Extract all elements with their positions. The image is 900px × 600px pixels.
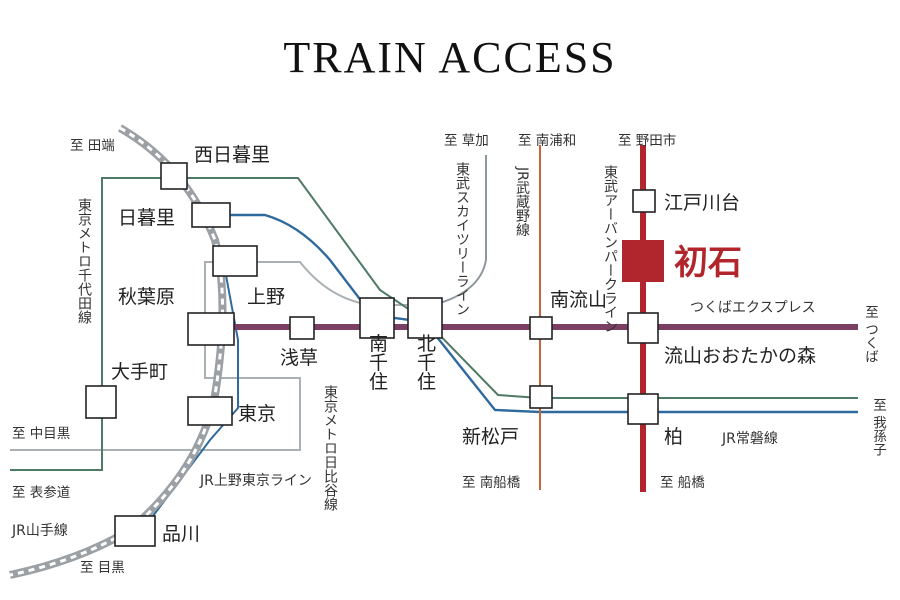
shinagawa-box <box>114 515 156 547</box>
page-title: TRAIN ACCESS <box>283 33 616 82</box>
line-label-ueno-tokyo: JR上野東京ライン <box>199 473 312 489</box>
direction-omotesando: 至 表参道 <box>12 484 70 501</box>
line-label-yamanote: JR山手線 <box>11 523 68 539</box>
hibiya-line <box>10 261 301 451</box>
line-label-musashino: JR武蔵野線 <box>514 166 530 237</box>
direction-abiko: 至 我孫子 <box>870 398 887 457</box>
minami-senju-box <box>359 297 395 339</box>
direction-tabata: 至 田端 <box>70 138 115 154</box>
line-label-urban-park: 東武アーバンパークライン <box>602 165 618 333</box>
kashiwa-box <box>627 393 659 425</box>
tokyo-box <box>187 396 233 426</box>
shin-matsudo-box <box>529 385 553 409</box>
chiyoda-line <box>10 177 858 471</box>
station-otemachi: 大手町 <box>111 361 168 383</box>
line-label-skytree: 東武スカイツリーライン <box>454 162 470 316</box>
direction-minami-funabashi: 至 南船橋 <box>462 475 521 491</box>
hatsuishi-box <box>622 240 664 282</box>
direction-nodashi: 至 野田市 <box>618 132 676 149</box>
station-minami-senju: 南千住 <box>366 333 388 390</box>
edogawadai-box <box>632 189 656 213</box>
station-nishi-nippori: 西日暮里 <box>194 144 270 166</box>
station-shinagawa: 品川 <box>162 523 200 545</box>
ueno-box <box>212 245 258 277</box>
direction-funabashi: 至 船橋 <box>660 475 705 491</box>
station-nippori: 日暮里 <box>118 207 175 229</box>
line-label-chiyoda: 東京メトロ千代田線 <box>76 198 92 324</box>
nagareyama-otakanomori-box <box>627 312 659 344</box>
direction-soka: 至 草加 <box>444 133 489 149</box>
kita-senju-box <box>407 297 443 339</box>
station-kashiwa: 柏 <box>664 426 683 448</box>
station-nagareyama-otakanomori: 流山おおたかの森 <box>664 345 816 367</box>
station-shin-matsudo: 新松戸 <box>462 426 519 448</box>
otemachi-box <box>85 385 117 419</box>
station-kita-senju: 北千住 <box>414 333 436 390</box>
line-label-hibiya: 東京メトロ日比谷線 <box>322 385 338 511</box>
nippori-box <box>191 202 231 228</box>
station-minami-nagareyama: 南流山 <box>550 289 607 311</box>
akihabara-box <box>187 312 235 346</box>
station-asakusa: 浅草 <box>280 347 318 369</box>
yamanote-line-inner <box>9 126 224 577</box>
direction-meguro: 至 目黒 <box>80 560 125 576</box>
asakusa-box <box>289 316 315 340</box>
direction-tsukuba: 至 つくば <box>862 305 879 364</box>
station-tokyo: 東京 <box>238 403 276 425</box>
yamanote-line-outer <box>9 124 227 579</box>
line-label-joban: JR常磐線 <box>721 431 778 447</box>
station-akihabara: 秋葉原 <box>118 286 175 308</box>
direction-naka-meguro: 至 中目黒 <box>12 426 70 442</box>
minami-nagareyama-box <box>529 316 553 340</box>
station-ueno: 上野 <box>247 286 285 308</box>
nishi-nippori-box <box>160 162 188 190</box>
line-label-ueno-tokyo-text: JR上野東京ライン <box>199 473 312 489</box>
direction-minami-urawa: 至 南浦和 <box>518 133 576 149</box>
station-edogawadai: 江戸川台 <box>664 192 740 214</box>
station-hatsuishi: 初石 <box>674 243 742 283</box>
line-label-tsukuba-express: つくばエクスプレス <box>690 300 816 316</box>
